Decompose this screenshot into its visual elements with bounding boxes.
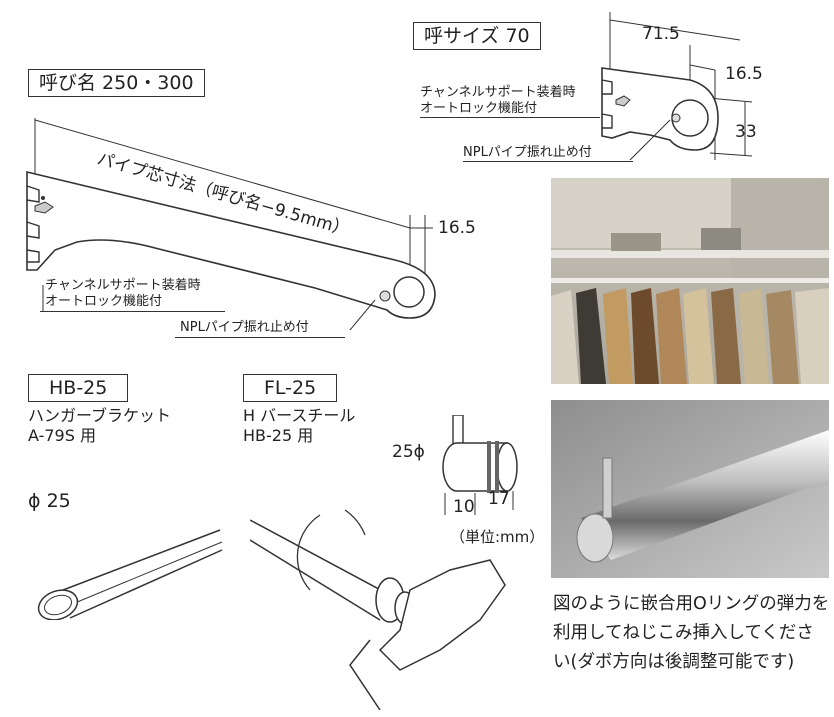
short-width-dim: 71.5: [642, 24, 680, 44]
short-channel-note-line2: オートロック機能付: [420, 101, 538, 116]
short-channel-underline: [420, 117, 600, 118]
long-channel-note-line1: チャンネルサポート装着時: [45, 278, 201, 293]
fl25-diameter-dim: 25ϕ: [392, 442, 425, 462]
long-offset-dim: 16.5: [438, 218, 476, 238]
long-bracket-diagram: [26, 118, 436, 330]
pipe-diameter-label: ϕ 25: [28, 490, 71, 512]
hb25-desc-line1: ハンガーブラケット: [28, 406, 172, 425]
fl25-dim-b: 17: [488, 489, 510, 509]
short-npl-note: NPLパイプ振れ止め付: [463, 145, 592, 160]
fl25-code-label: FL-25: [243, 374, 338, 402]
fl25-insertion-illustration: [250, 509, 506, 710]
short-channel-note-line1: チャンネルサポート装着時: [420, 85, 576, 100]
hb25-desc-line2: A-79S 用: [28, 426, 96, 445]
long-channel-underline: [40, 311, 225, 312]
fl25-plug-diagram: [442, 415, 518, 515]
long-channel-note-line2: オートロック機能付: [45, 294, 163, 309]
unit-note: （単位:mm）: [450, 528, 545, 546]
fl25-desc-line1: H バースチール: [243, 406, 356, 425]
size-label-70: 呼サイズ 70: [413, 22, 541, 50]
name-label-250-300: 呼び名 250・300: [28, 69, 205, 97]
short-bracket-diagram: [601, 12, 753, 161]
long-npl-note: NPLパイプ振れ止め付: [180, 320, 309, 335]
short-height-dim: 33: [735, 122, 757, 142]
closet-photo: [551, 178, 829, 384]
hb25-pipe-diagram: [37, 529, 223, 620]
pipe-closeup-photo: [551, 400, 829, 578]
fl25-dim-a: 10: [453, 497, 475, 517]
long-npl-underline: [175, 337, 345, 338]
instruction-note: 図のように嵌合用Oリングの弾力を利用してねじこみ挿入してください(ダボ方向は後調…: [553, 594, 830, 672]
fl25-desc-line2: HB-25 用: [243, 426, 314, 445]
short-offset-dim: 16.5: [725, 64, 763, 84]
hb25-code-label: HB-25: [28, 374, 129, 402]
short-npl-underline: [463, 161, 633, 162]
